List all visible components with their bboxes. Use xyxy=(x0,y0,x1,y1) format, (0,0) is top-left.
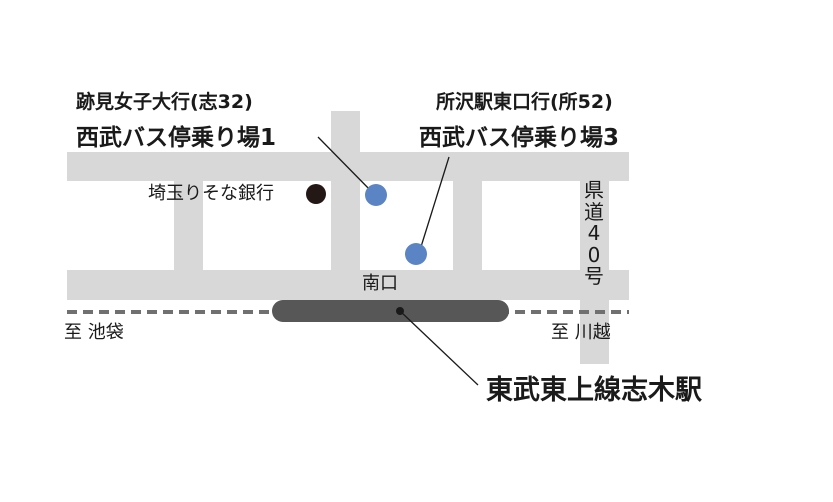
bus-stop-1-destination: 跡見女子大行(志32) xyxy=(76,91,253,113)
station-platform xyxy=(272,300,509,322)
station-marker-dot xyxy=(396,307,404,315)
leader-line-stop-1 xyxy=(317,136,375,195)
leader-line-station xyxy=(399,310,479,386)
road-mid-right-vertical xyxy=(453,152,482,300)
leader-line-stop-3 xyxy=(419,156,450,251)
bus-stop-3-name: 西武バス停乗り場3 xyxy=(419,125,620,151)
bus-stop-3-destination: 所沢駅東口行(所52) xyxy=(436,91,613,113)
bus-stop-1-name: 西武バス停乗り場1 xyxy=(76,125,277,151)
road-center-vertical xyxy=(331,111,360,300)
bus-stop-3-marker xyxy=(405,243,427,265)
road-left-vertical xyxy=(174,152,203,300)
bank-label: 埼玉りそな銀行 xyxy=(148,183,274,204)
direction-east-kawagoe: 至 川越 xyxy=(551,322,611,343)
bank-marker xyxy=(306,184,326,204)
roads xyxy=(67,111,629,364)
bus-stop-1-marker xyxy=(365,184,387,206)
road-prefectural-40 xyxy=(580,152,609,364)
station-name: 東武東上線志木駅 xyxy=(486,375,702,406)
south-exit-label: 南口 xyxy=(362,273,398,294)
direction-west-ikebukuro: 至 池袋 xyxy=(64,322,124,343)
prefectural-road-label: 県道40号 xyxy=(584,178,604,289)
